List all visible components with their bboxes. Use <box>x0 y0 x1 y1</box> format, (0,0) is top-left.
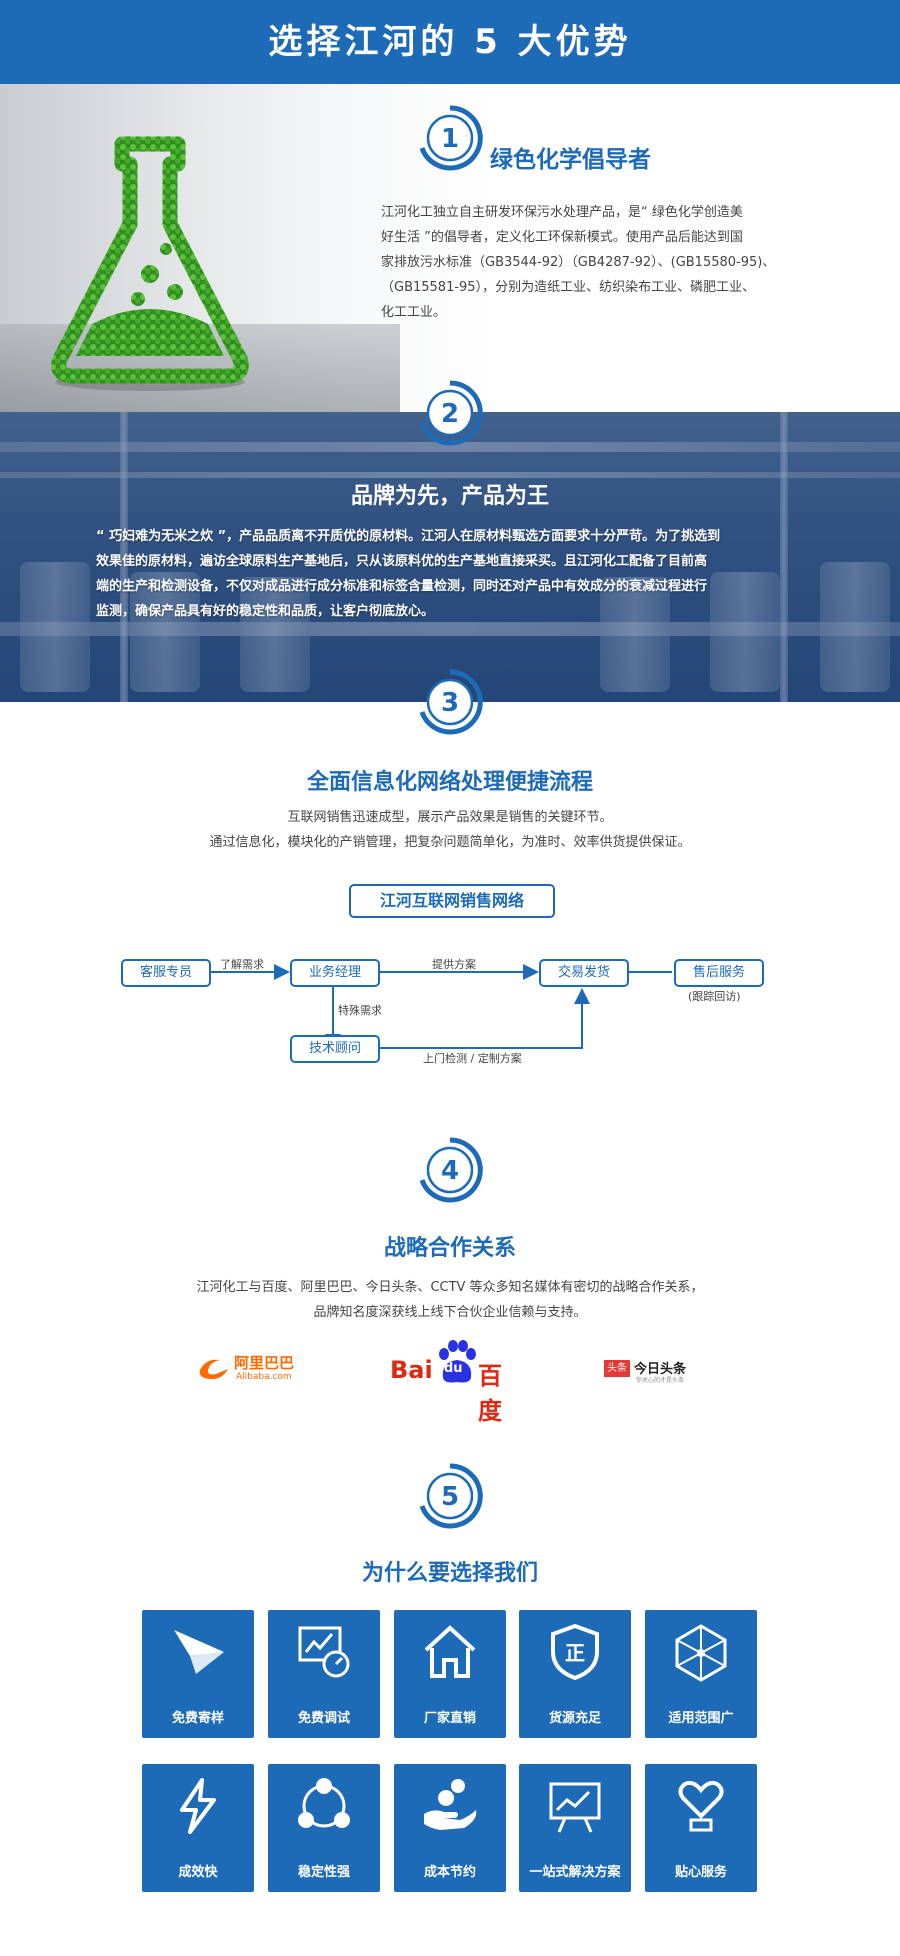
page-title: 选择江河的 5 大优势 <box>268 22 632 62</box>
advantage-tile-direct-sale: 厂家直销 <box>394 1610 506 1738</box>
advantage-tile-wide-range: 适用范围广 <box>645 1610 757 1738</box>
green-flask-icon <box>51 136 249 391</box>
tile-label: 成效快 <box>178 1865 218 1880</box>
advantage-tile-cost-saving: 成本节约 <box>394 1764 506 1892</box>
section-2-line: “ 巧妇难为无米之炊 ”，产品品质离不开质优的原材料。江河人在原材料甄选方面要求… <box>96 529 721 544</box>
section-1-line: 化工工业。 <box>381 305 447 320</box>
factory-house-icon <box>424 1625 476 1678</box>
node-tech-consultant: 技术顾问 <box>290 1035 380 1063</box>
number-badge-5: 5 <box>414 1460 486 1532</box>
section-2-body: “ 巧妇难为无米之炊 ”，产品品质离不开质优的原材料。江河人在原材料甄选方面要求… <box>96 524 806 624</box>
edge-label-understand-needs: 了解需求 <box>220 958 264 971</box>
baidu-bai: Bai <box>390 1356 433 1384</box>
heart-hand-icon <box>678 1780 724 1832</box>
header-bar <box>0 0 900 84</box>
number-badge-3: 3 <box>414 666 486 738</box>
section-2-line: 效果佳的原材料，遍访全球原料生产基地后，只从该原料优的生产基地直接采买。且江河化… <box>96 554 708 569</box>
section-2-line: 监测，确保产品具有好的稳定性和品质，让客户彻底放心。 <box>96 604 435 619</box>
advantage-tile-stability: 稳定性强 <box>268 1764 380 1892</box>
number-badge-2-digit: 2 <box>441 399 459 429</box>
tile-label: 免费调试 <box>297 1711 350 1726</box>
toutiao-name: 今日头条 <box>634 1362 687 1377</box>
tile-label: 稳定性强 <box>297 1865 350 1880</box>
advantage-tile-free-sample: 免费寄样 <box>142 1610 254 1738</box>
section-2-line: 端的生产和检测设备，不仅对成品进行成分标准和标签含量检测，同时还对产品中有效成分… <box>96 579 708 594</box>
section-4-line: 品牌知名度深获线上线下合伙企业信赖与支持。 <box>313 1305 587 1320</box>
baidu-cn: 百度 <box>478 1362 502 1425</box>
edge-label-onsite-test: 上门检测 / 定制方案 <box>423 1052 522 1065</box>
tile-label: 适用范围广 <box>668 1711 734 1726</box>
section-5-title: 为什么要选择我们 <box>361 1561 538 1586</box>
tile-label: 一站式解决方案 <box>529 1865 621 1880</box>
baidu-paw-icon <box>439 1340 476 1383</box>
section-1-body: 江河化工独立自主研发环保污水处理产品，是“ 绿色化学创造美 好生活 ”的倡导者，… <box>381 200 821 325</box>
advantage-tile-one-stop: 一站式解决方案 <box>519 1764 631 1892</box>
alibaba-logo: 阿里巴巴 Alibaba.com <box>196 1352 306 1386</box>
svg-text:正: 正 <box>565 1641 585 1665</box>
factory-photo-overlay <box>0 412 900 702</box>
tile-label: 免费寄样 <box>171 1711 224 1726</box>
baidu-logo: Bai du 百度 <box>390 1338 520 1425</box>
node-customer-service: 客服专员 <box>121 959 211 987</box>
advantage-tile-free-debug: 免费调试 <box>268 1610 380 1738</box>
network-cube-icon <box>675 1624 727 1682</box>
section-1-line: 家排放污水标准（GB3544-92）（GB4287-92）、(GB15580-9… <box>381 255 776 270</box>
diagram-title: 江河互联网销售网络 <box>349 884 555 918</box>
section-3-line: 通过信息化，模块化的产销管理，把复杂问题简单化，为准时、效率供货提供保证。 <box>209 835 691 850</box>
alibaba-en: Alibaba.com <box>236 1372 292 1382</box>
section-1-line: 好生活 ”的倡导者，定义化工环保新模式。使用产品后能达到国 <box>381 230 743 245</box>
edge-label-provide-plan: 提供方案 <box>432 958 476 971</box>
section-2-title: 品牌为先，产品为王 <box>350 484 549 509</box>
section-1-line: （GB15581-95），分别为造纸工业、纺织染布工业、磷肥工业、 <box>381 280 756 295</box>
toutiao-badge: 头条 <box>604 1360 630 1377</box>
number-badge-2: 2 <box>414 377 486 449</box>
node-business-manager: 业务经理 <box>290 959 380 987</box>
tile-label: 贴心服务 <box>674 1865 727 1880</box>
triangle-nodes-icon <box>298 1778 350 1828</box>
paper-plane-icon <box>174 1630 224 1674</box>
section-brand-first: 品牌为先，产品为王 “ 巧妇难为无米之炊 ”，产品品质离不开质优的原材料。江河人… <box>0 412 900 702</box>
tile-label: 成本节约 <box>423 1865 476 1880</box>
node-trade-shipping: 交易发货 <box>539 959 629 987</box>
node-after-sales: 售后服务 <box>674 959 764 987</box>
tile-label: 货源充足 <box>548 1711 601 1726</box>
section-3-line: 互联网销售迅速成型，展示产品效果是销售的关键环节。 <box>287 810 613 825</box>
hand-coin-icon <box>424 1779 477 1830</box>
presentation-board-icon <box>549 1782 601 1833</box>
section-4-title: 战略合作关系 <box>383 1236 516 1261</box>
alibaba-cn: 阿里巴巴 <box>234 1354 295 1372</box>
number-badge-1: 1 <box>414 102 486 174</box>
advantage-tile-fast-effect: 成效快 <box>142 1764 254 1892</box>
toutiao-tagline: 你关心的才是头条 <box>636 1377 685 1384</box>
tile-label: 厂家直销 <box>423 1711 476 1726</box>
after-sales-note: (跟踪回访) <box>688 990 741 1003</box>
number-badge-4: 4 <box>414 1134 486 1206</box>
sales-network-connectors <box>209 964 672 1050</box>
monitor-gauge-icon <box>298 1626 350 1678</box>
number-badge-3-digit: 3 <box>441 688 459 718</box>
section-1-line: 江河化工独立自主研发环保污水处理产品，是“ 绿色化学创造美 <box>381 205 743 220</box>
alibaba-smile-icon <box>199 1359 228 1380</box>
shield-check-icon: 正 <box>551 1623 599 1681</box>
section-4-line: 江河化工与百度、阿里巴巴、今日头条、CCTV 等众多知名媒体有密切的战略合作关系… <box>196 1280 704 1295</box>
toutiao-logo: 头条 今日头条 你关心的才是头条 <box>604 1358 694 1384</box>
edge-onsite-test <box>378 988 590 1049</box>
number-badge-1-digit: 1 <box>441 124 459 154</box>
number-badge-5-digit: 5 <box>441 1482 459 1512</box>
lightning-icon <box>180 1778 216 1834</box>
baidu-du: du <box>444 1361 463 1376</box>
advantage-tile-supply: 正 货源充足 <box>519 1610 631 1738</box>
advantage-tile-caring-service: 贴心服务 <box>645 1764 757 1892</box>
section-1-title: 绿色化学倡导者 <box>490 147 651 173</box>
section-3-title: 全面信息化网络处理便捷流程 <box>306 770 593 795</box>
number-badge-4-digit: 4 <box>441 1156 459 1186</box>
edge-label-special-needs: 特殊需求 <box>338 1004 382 1017</box>
